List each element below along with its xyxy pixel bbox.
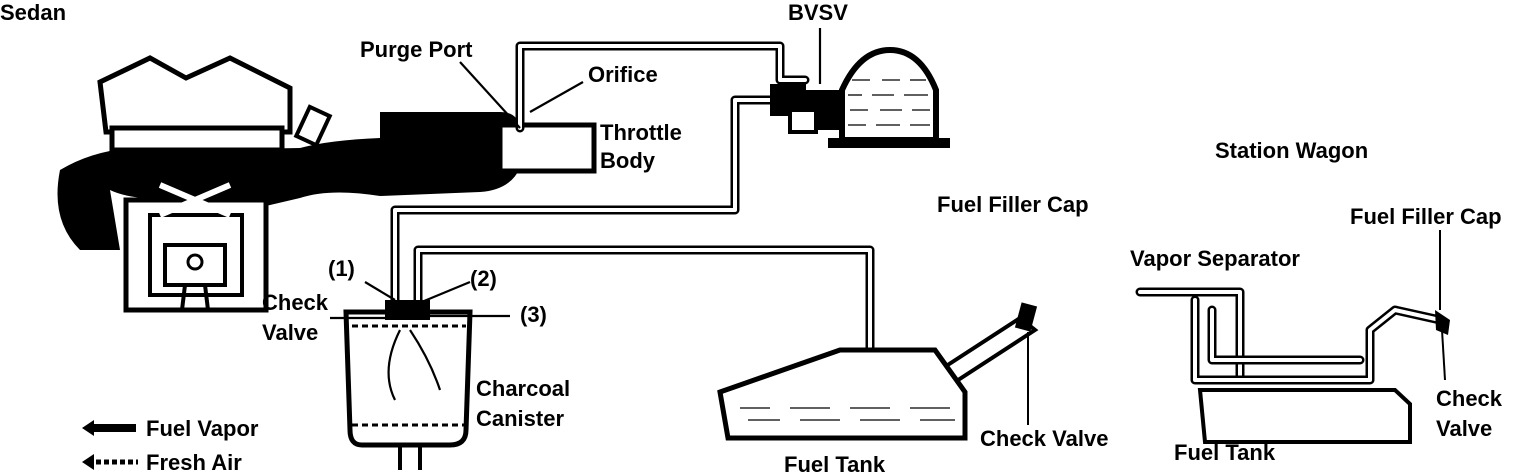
fuel-vapor-arrow-icon	[82, 420, 136, 436]
port-2-label: (2)	[470, 266, 497, 291]
engine	[57, 55, 597, 313]
sedan-fuel-filler-cap-label: Fuel Filler Cap	[937, 192, 1089, 217]
sedan-label: Sedan	[0, 0, 66, 25]
sedan-fuel-tank	[717, 332, 1029, 441]
legend-fuel-vapor-label: Fuel Vapor	[146, 416, 259, 441]
bvsv-label: BVSV	[788, 0, 848, 25]
wagon-check-label: Check	[1436, 386, 1503, 411]
body-label: Body	[600, 148, 656, 173]
fresh-air-arrow-icon	[82, 454, 94, 470]
orifice-label: Orifice	[588, 62, 658, 87]
legend-fuel-vapor: Fuel Vapor	[82, 416, 259, 441]
bvsv-valve	[770, 46, 950, 148]
check-label: Check	[262, 290, 329, 315]
valve-label: Valve	[262, 320, 318, 345]
wagon-fuel-tank	[1135, 230, 1450, 444]
wagon-fuel-tank-label: Fuel Tank	[1174, 440, 1276, 465]
purge-port-label: Purge Port	[360, 37, 473, 62]
legend-fresh-air-label: Fresh Air	[146, 450, 242, 474]
charcoal-canister	[343, 300, 473, 470]
wagon-valve-label: Valve	[1436, 416, 1492, 441]
wagon-fuel-filler-cap-label: Fuel Filler Cap	[1350, 204, 1502, 229]
charcoal-label: Charcoal	[476, 376, 570, 401]
throttle-label: Throttle	[600, 120, 682, 145]
port-1-label: (1)	[328, 256, 355, 281]
station-wagon-label: Station Wagon	[1215, 138, 1368, 163]
vapor-separator-label: Vapor Separator	[1130, 246, 1300, 271]
canister-label: Canister	[476, 406, 564, 431]
legend-fresh-air: Fresh Air	[82, 450, 242, 474]
sedan-fuel-tank-label: Fuel Tank	[784, 452, 886, 474]
sedan-check-valve-label: Check Valve	[980, 426, 1108, 451]
leader-lines	[330, 28, 822, 320]
port-3-label: (3)	[520, 302, 547, 327]
legend: Fuel Vapor Fresh Air	[82, 416, 259, 474]
